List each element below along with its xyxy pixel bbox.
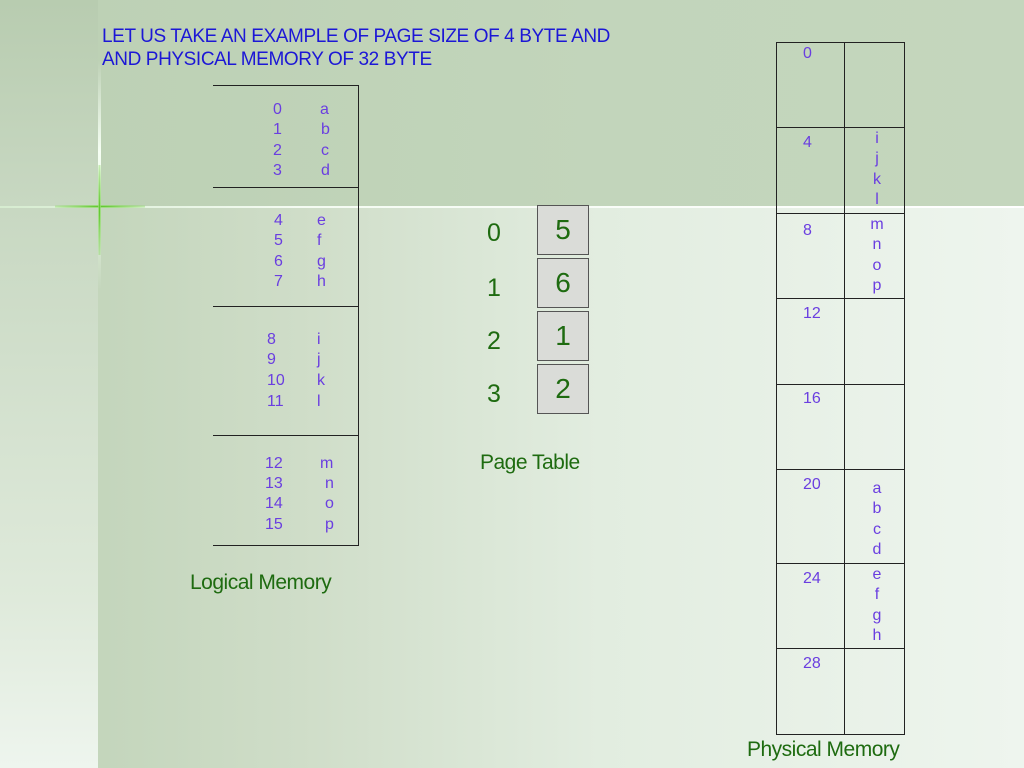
logical-address: 8 <box>267 331 276 348</box>
physical-byte: j <box>875 150 879 167</box>
physical-address: 8 <box>803 222 812 239</box>
logical-byte: n <box>325 475 334 492</box>
logical-address: 14 <box>265 495 283 512</box>
physical-address: 20 <box>803 476 821 493</box>
physical-byte: l <box>875 191 879 208</box>
logical-byte: l <box>317 393 321 410</box>
sparkle-icon-vertical <box>98 165 101 255</box>
physical-byte: h <box>872 627 882 644</box>
physical-address: 16 <box>803 390 821 407</box>
logical-address: 15 <box>265 516 283 533</box>
logical-address: 13 <box>265 475 283 492</box>
physical-byte: g <box>872 607 882 624</box>
logical-address: 10 <box>267 372 285 389</box>
logical-byte: h <box>317 273 326 290</box>
logical-memory-caption: Logical Memory <box>190 571 332 594</box>
physical-address: 28 <box>803 655 821 672</box>
logical-byte: g <box>317 253 326 270</box>
physical-memory-divider <box>776 127 905 128</box>
logical-byte: f <box>317 232 322 249</box>
logical-byte: c <box>321 142 329 159</box>
logical-address: 2 <box>273 142 282 159</box>
logical-byte: b <box>321 121 330 138</box>
slide-title: LET US TAKE AN EXAMPLE OF PAGE SIZE OF 4… <box>102 25 702 71</box>
logical-byte: m <box>320 455 334 472</box>
physical-address: 4 <box>803 134 812 151</box>
decorative-line-horizontal <box>0 206 1024 208</box>
logical-memory-top-border <box>213 85 359 86</box>
page-table-index: 3 <box>487 380 501 408</box>
physical-memory-divider <box>776 384 905 385</box>
physical-memory-divider <box>776 469 905 470</box>
physical-byte: p <box>872 277 882 294</box>
logical-address: 9 <box>267 351 276 368</box>
physical-memory-divider <box>776 648 905 649</box>
page-table-frame-cell: 6 <box>537 258 589 308</box>
physical-memory-border <box>776 42 777 734</box>
logical-byte: i <box>317 331 321 348</box>
page-table-frame-cell: 2 <box>537 364 589 414</box>
physical-byte: n <box>872 236 882 253</box>
page-table-index: 2 <box>487 327 501 355</box>
page-table-caption: Page Table <box>480 451 580 474</box>
physical-memory-divider <box>776 42 905 43</box>
logical-address: 11 <box>267 393 284 410</box>
background-left-strip <box>0 0 98 768</box>
physical-byte: c <box>873 521 881 538</box>
logical-memory-divider <box>213 435 359 436</box>
title-line-1: LET US TAKE AN EXAMPLE OF PAGE SIZE OF 4… <box>102 26 610 47</box>
logical-byte: k <box>317 372 325 389</box>
physical-byte: f <box>874 586 880 603</box>
logical-byte: p <box>325 516 334 533</box>
physical-byte: o <box>872 257 882 274</box>
page-table-frame-cell: 1 <box>537 311 589 361</box>
logical-address: 0 <box>273 101 282 118</box>
logical-address: 6 <box>274 253 283 270</box>
logical-address: 3 <box>273 162 282 179</box>
physical-memory-divider <box>776 563 905 564</box>
physical-address: 0 <box>803 45 812 62</box>
physical-address: 12 <box>803 305 821 322</box>
physical-memory-caption: Physical Memory <box>747 738 900 761</box>
logical-address: 5 <box>274 232 283 249</box>
physical-memory-border <box>844 42 845 734</box>
logical-address: 4 <box>274 212 283 229</box>
logical-byte: o <box>325 495 334 512</box>
physical-memory-divider <box>776 734 905 735</box>
physical-byte: i <box>875 130 879 147</box>
physical-address: 24 <box>803 570 821 587</box>
background-band <box>0 0 1024 207</box>
logical-memory-divider <box>213 187 359 188</box>
logical-memory-divider <box>213 545 359 546</box>
physical-byte: k <box>873 171 881 188</box>
physical-memory-divider <box>776 298 905 299</box>
logical-address: 1 <box>273 121 282 138</box>
logical-byte: e <box>317 212 326 229</box>
physical-byte: a <box>872 480 882 497</box>
physical-byte: e <box>872 566 882 583</box>
physical-memory-border <box>904 42 905 734</box>
physical-byte: b <box>872 500 882 517</box>
page-table-frame-cell: 5 <box>537 205 589 255</box>
logical-memory-divider <box>213 306 359 307</box>
title-line-2: AND PHYSICAL MEMORY OF 32 BYTE <box>102 49 432 70</box>
logical-byte: j <box>317 351 321 368</box>
physical-memory-divider <box>776 213 905 214</box>
physical-byte: d <box>872 541 882 558</box>
logical-memory-right-border <box>213 85 359 546</box>
page-table-index: 1 <box>487 274 501 302</box>
logical-address: 12 <box>265 455 283 472</box>
logical-byte: d <box>321 162 330 179</box>
logical-address: 7 <box>274 273 283 290</box>
page-table-index: 0 <box>487 219 501 247</box>
logical-byte: a <box>320 101 329 118</box>
physical-byte: m <box>870 216 884 233</box>
